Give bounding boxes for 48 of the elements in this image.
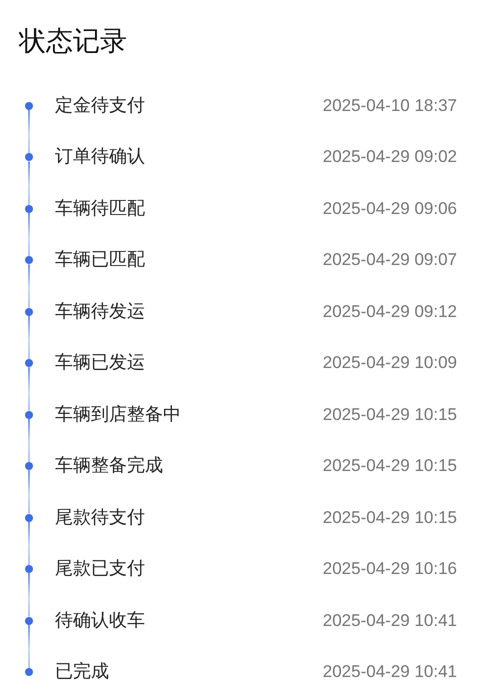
timeline-dot bbox=[25, 102, 33, 110]
page-title: 状态记录 bbox=[19, 25, 127, 59]
timeline-line bbox=[28, 161, 30, 205]
timestamp: 2025-04-29 10:41 bbox=[322, 610, 457, 632]
timeline-line bbox=[28, 522, 30, 566]
timeline-dot bbox=[25, 359, 33, 368]
timestamp: 2025-04-29 10:15 bbox=[322, 506, 457, 529]
status-label: 车辆待发运 bbox=[55, 300, 145, 323]
status-label: 车辆整备完成 bbox=[55, 455, 163, 478]
status-label: 车辆已发运 bbox=[55, 352, 145, 374]
timestamp: 2025-04-29 09:07 bbox=[322, 249, 457, 272]
status-label: 车辆到店整备中 bbox=[55, 404, 181, 426]
timestamp: 2025-04-29 10:15 bbox=[322, 455, 457, 478]
timeline-line bbox=[28, 624, 30, 668]
status-label: 待确认收车 bbox=[55, 610, 145, 632]
timeline-dot bbox=[25, 668, 33, 676]
status-label: 车辆已匹配 bbox=[55, 249, 145, 272]
timestamp: 2025-04-29 09:02 bbox=[322, 146, 457, 168]
status-label: 车辆待匹配 bbox=[55, 198, 145, 220]
timestamp: 2025-04-29 10:09 bbox=[322, 352, 457, 374]
timestamp: 2025-04-29 09:06 bbox=[322, 198, 457, 220]
timeline-dot bbox=[25, 616, 33, 624]
timeline-line bbox=[28, 470, 30, 514]
timeline-dot bbox=[25, 308, 33, 316]
timeline-dot bbox=[25, 462, 33, 470]
timestamp: 2025-04-10 18:37 bbox=[322, 95, 457, 117]
timeline-dot bbox=[25, 410, 33, 419]
timestamp: 2025-04-29 10:41 bbox=[322, 660, 457, 683]
status-label: 订单待确认 bbox=[55, 146, 145, 168]
status-label: 尾款待支付 bbox=[55, 506, 145, 529]
timestamp: 2025-04-29 10:16 bbox=[322, 558, 457, 580]
status-label: 定金待支付 bbox=[55, 95, 145, 117]
timeline-line bbox=[28, 316, 30, 360]
timeline-line bbox=[28, 264, 30, 308]
timeline-dot bbox=[25, 565, 33, 574]
timeline-dot bbox=[25, 514, 33, 522]
timeline-dot bbox=[25, 204, 33, 213]
timestamp: 2025-04-29 10:15 bbox=[322, 404, 457, 426]
timeline-line bbox=[28, 367, 30, 411]
timeline-dot bbox=[25, 256, 33, 264]
timeline-line bbox=[28, 110, 30, 154]
timeline-line bbox=[28, 573, 30, 616]
timestamp: 2025-04-29 09:12 bbox=[322, 300, 457, 323]
timeline-line bbox=[28, 418, 30, 462]
timeline-line bbox=[28, 212, 30, 256]
timeline-dot bbox=[25, 153, 33, 162]
status-label: 已完成 bbox=[55, 660, 109, 683]
status-label: 尾款已支付 bbox=[55, 558, 145, 580]
